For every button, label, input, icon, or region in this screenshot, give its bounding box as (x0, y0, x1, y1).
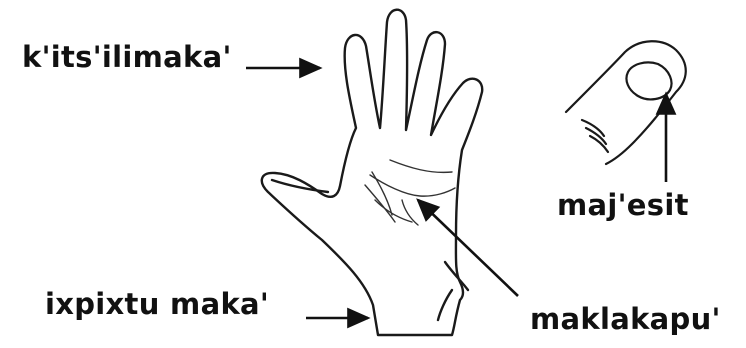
fingertip-illustration (566, 41, 686, 164)
label-palm: maklakapu' (530, 302, 721, 336)
label-wrist: ixpixtu maka' (45, 287, 269, 321)
label-fingers: k'its'ilimaka' (22, 40, 232, 74)
label-fingernail: maj'esit (557, 188, 689, 222)
